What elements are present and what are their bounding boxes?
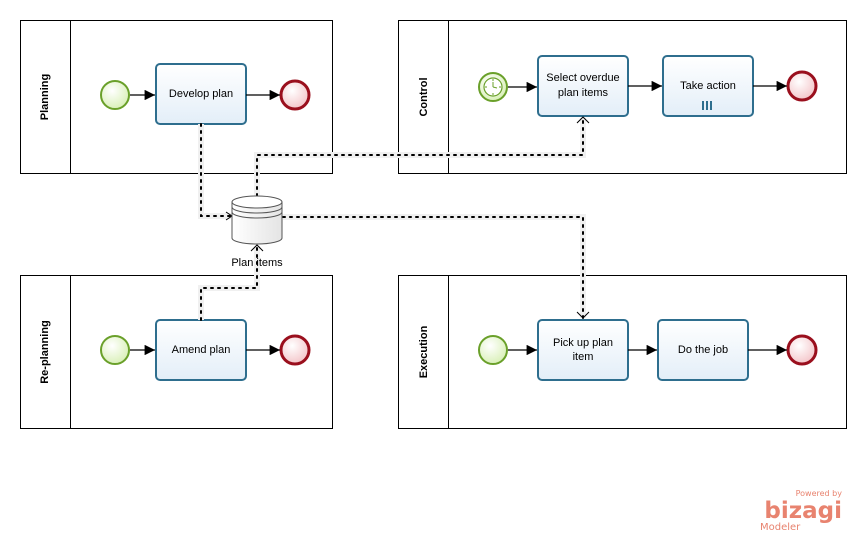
end-event-replanning[interactable]: [279, 334, 311, 366]
brand-name: bizagi: [764, 498, 842, 524]
task-pick-up-label-line2: item: [573, 351, 594, 363]
start-event-replanning[interactable]: [100, 335, 130, 365]
timer-start-event-control[interactable]: [478, 72, 508, 102]
start-event-planning[interactable]: [100, 80, 130, 110]
association-amend-to-datastore[interactable]: [198, 244, 264, 321]
task-select-overdue-label-line2: plan items: [558, 87, 609, 99]
end-event-planning[interactable]: [279, 79, 311, 111]
pool-execution-label: Execution: [418, 325, 430, 378]
task-select-overdue[interactable]: [537, 55, 629, 117]
association-datastore-to-pickup[interactable]: [282, 214, 590, 319]
bizagi-logo: Powered by bizagi Modeler: [760, 489, 842, 533]
pool-planning-label: Planning: [39, 74, 51, 120]
task-develop-plan-label: Develop plan: [169, 88, 233, 100]
task-select-overdue-label-line1: Select overdue: [546, 72, 619, 84]
task-amend-plan-label: Amend plan: [172, 344, 231, 356]
powered-by-text: Powered by: [796, 489, 843, 498]
end-event-execution[interactable]: [786, 334, 818, 366]
task-take-action-label: Take action: [680, 80, 736, 92]
task-do-the-job-label: Do the job: [678, 344, 728, 356]
clock-icon: [485, 79, 501, 95]
pool-control-label: Control: [418, 77, 430, 116]
datastore-cylinder-icon[interactable]: [231, 195, 283, 245]
task-pick-up-plan-item[interactable]: [537, 319, 629, 381]
brand-product: Modeler: [760, 522, 801, 533]
end-event-control[interactable]: [786, 70, 818, 102]
association-datastore-to-select[interactable]: [254, 116, 590, 197]
datastore-label: Plan items: [231, 257, 283, 269]
pool-replanning-label: Re-planning: [39, 320, 51, 384]
multi-instance-icon: [702, 101, 712, 110]
start-event-execution[interactable]: [478, 335, 508, 365]
task-pick-up-label-line1: Pick up plan: [553, 337, 613, 349]
